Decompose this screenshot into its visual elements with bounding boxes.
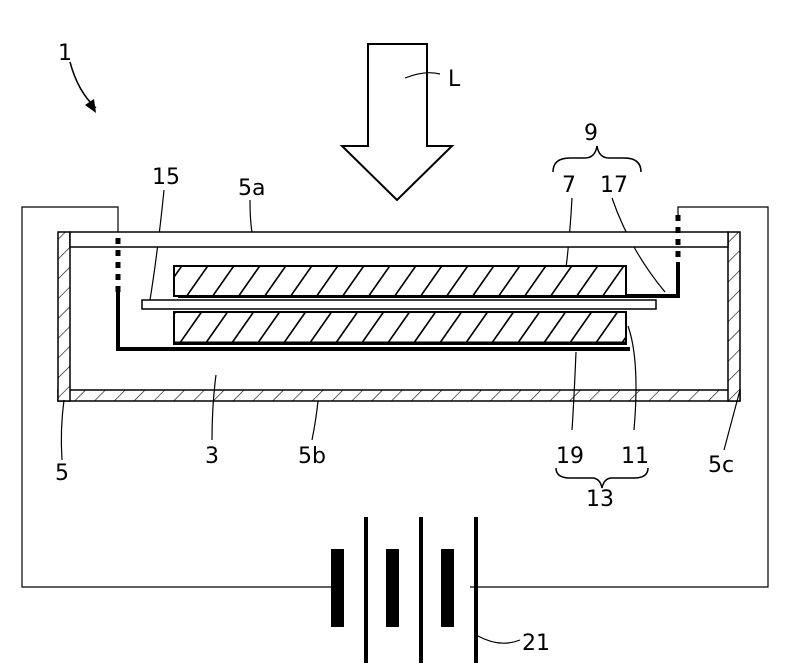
leader-5a xyxy=(250,200,252,232)
container-right-wall xyxy=(728,232,740,401)
leader-21 xyxy=(478,636,520,643)
leader-3 xyxy=(212,375,216,440)
battery-plate-5 xyxy=(441,549,454,627)
label-top-wall: 5a xyxy=(238,176,265,201)
label-light: L xyxy=(448,67,461,92)
brace-13 xyxy=(556,468,648,488)
lower-electrode xyxy=(174,312,626,344)
label-bottom-wall: 5b xyxy=(298,444,326,469)
device-arrowhead xyxy=(85,99,96,113)
container-left-wall xyxy=(58,232,70,401)
leader-5 xyxy=(61,400,64,460)
brace-9 xyxy=(553,146,641,172)
battery-plate-1 xyxy=(331,549,344,627)
container-top-window xyxy=(70,232,728,247)
label-lead-left: 15 xyxy=(152,165,180,190)
upper-electrode xyxy=(174,266,626,296)
label-upper-electrode: 7 xyxy=(562,173,576,198)
battery-plate-3 xyxy=(386,549,399,627)
label-lower-electrode: 11 xyxy=(621,444,649,469)
leader-11 xyxy=(628,326,636,430)
leader-5b xyxy=(312,401,318,440)
label-medium: 3 xyxy=(205,444,219,469)
label-lower-layer: 19 xyxy=(556,444,584,469)
label-lead-right: 17 xyxy=(600,173,628,198)
battery xyxy=(331,517,476,663)
label-stack-bottom: 13 xyxy=(586,487,614,512)
label-stack-top: 9 xyxy=(584,121,598,146)
label-container: 5 xyxy=(55,461,69,486)
label-battery: 21 xyxy=(522,631,550,656)
separator-plate xyxy=(142,300,656,309)
container-bottom-wall xyxy=(58,390,740,401)
light-arrow xyxy=(342,44,452,200)
label-side-wall: 5c xyxy=(708,453,734,478)
